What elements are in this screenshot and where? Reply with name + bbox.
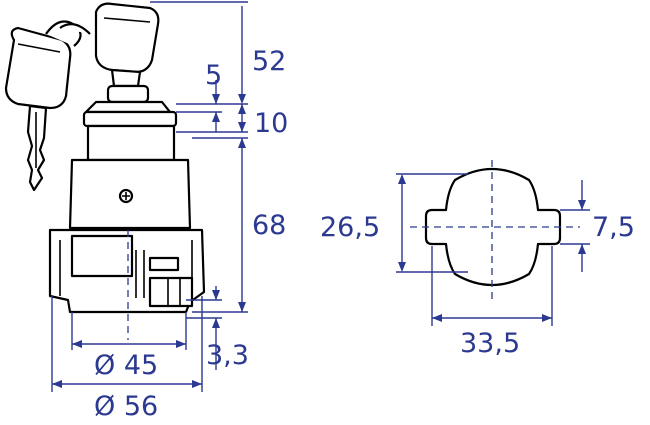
- hex-nut: [84, 100, 172, 114]
- cutout-shape: [424, 167, 562, 287]
- key-inserted: [94, 2, 160, 88]
- terminal-slot: [148, 256, 180, 272]
- thread-body: [86, 124, 176, 162]
- key-left: [4, 26, 72, 192]
- terminal-cover: [70, 234, 134, 278]
- label-key-height: 52: [252, 46, 286, 77]
- thread-collar: [82, 110, 178, 128]
- label-tab-width: 7,5: [592, 212, 635, 243]
- label-body-height: 68: [252, 210, 286, 241]
- terminal-block: [148, 276, 194, 308]
- label-outer-diameter: Ø 56: [94, 391, 158, 422]
- side-dimensions: [51, 1, 248, 392]
- label-cutout-height: 26,5: [320, 212, 380, 243]
- lock-cylinder: [106, 84, 150, 104]
- panel-cutout-view: [396, 160, 590, 326]
- label-inner-diameter: Ø 45: [94, 350, 158, 381]
- label-nut-thickness: 5: [205, 60, 222, 91]
- key-ring-link-2: [59, 23, 91, 35]
- label-flange-thickness: 3,3: [206, 340, 249, 371]
- ignition-switch-side-view: [4, 2, 206, 340]
- label-cutout-width: 33,5: [460, 328, 520, 359]
- label-thread-length: 10: [254, 108, 288, 139]
